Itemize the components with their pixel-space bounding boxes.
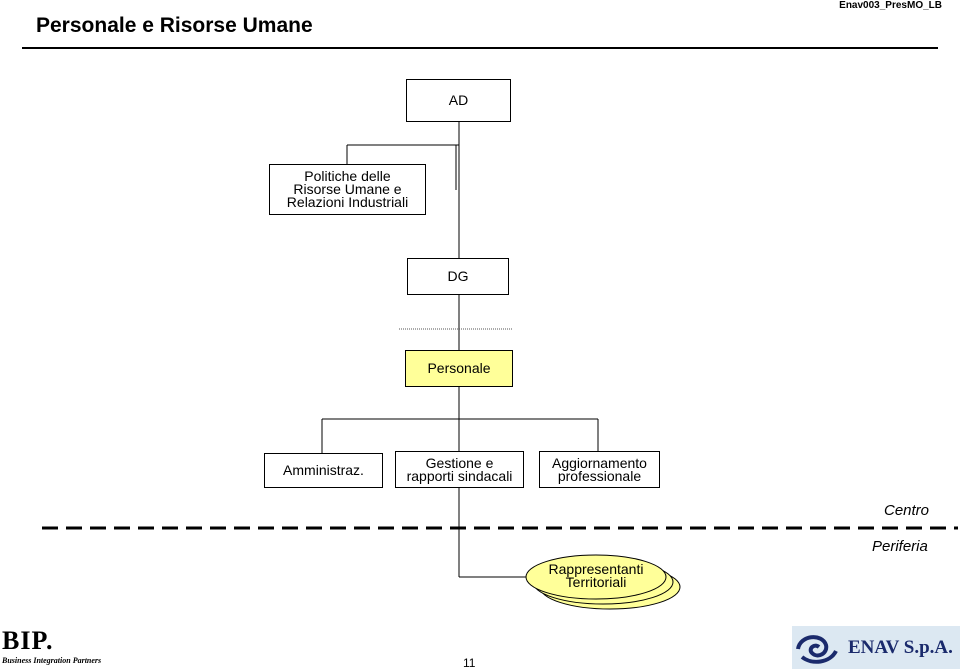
periferia-label: Periferia xyxy=(872,538,928,555)
page-number: 11 xyxy=(463,656,476,670)
centro-label: Centro xyxy=(884,502,930,519)
header-divider xyxy=(22,47,938,49)
box-personale: Personale xyxy=(405,350,513,387)
box-amministraz: Amministraz. xyxy=(264,453,383,488)
rappresentanti-label: Rappresentanti Territoriali xyxy=(548,561,644,590)
rappresentanti-ellipse-front xyxy=(525,554,667,600)
bip-logo-text: BIP. xyxy=(2,626,54,655)
bip-tagline: Business Integration Partners xyxy=(2,656,102,665)
box-politiche: Politiche delle Risorse Umane e Relazion… xyxy=(269,164,426,215)
box-dg: DG xyxy=(407,258,509,295)
enav-swirl-icon xyxy=(796,634,838,664)
box-gestione: Gestione e rapporti sindacali xyxy=(395,451,524,488)
enav-logo-text: ENAV S.p.A. xyxy=(848,636,953,658)
enav-logo: ENAV S.p.A. xyxy=(792,626,960,669)
box-ad: AD xyxy=(406,79,511,122)
document-code: Enav003_PresMO_LB xyxy=(839,0,942,11)
page-title: Personale e Risorse Umane xyxy=(36,14,313,37)
bip-logo: BIP. Business Integration Partners xyxy=(2,626,102,666)
box-aggiornamento: Aggiornamento professionale xyxy=(539,451,660,488)
